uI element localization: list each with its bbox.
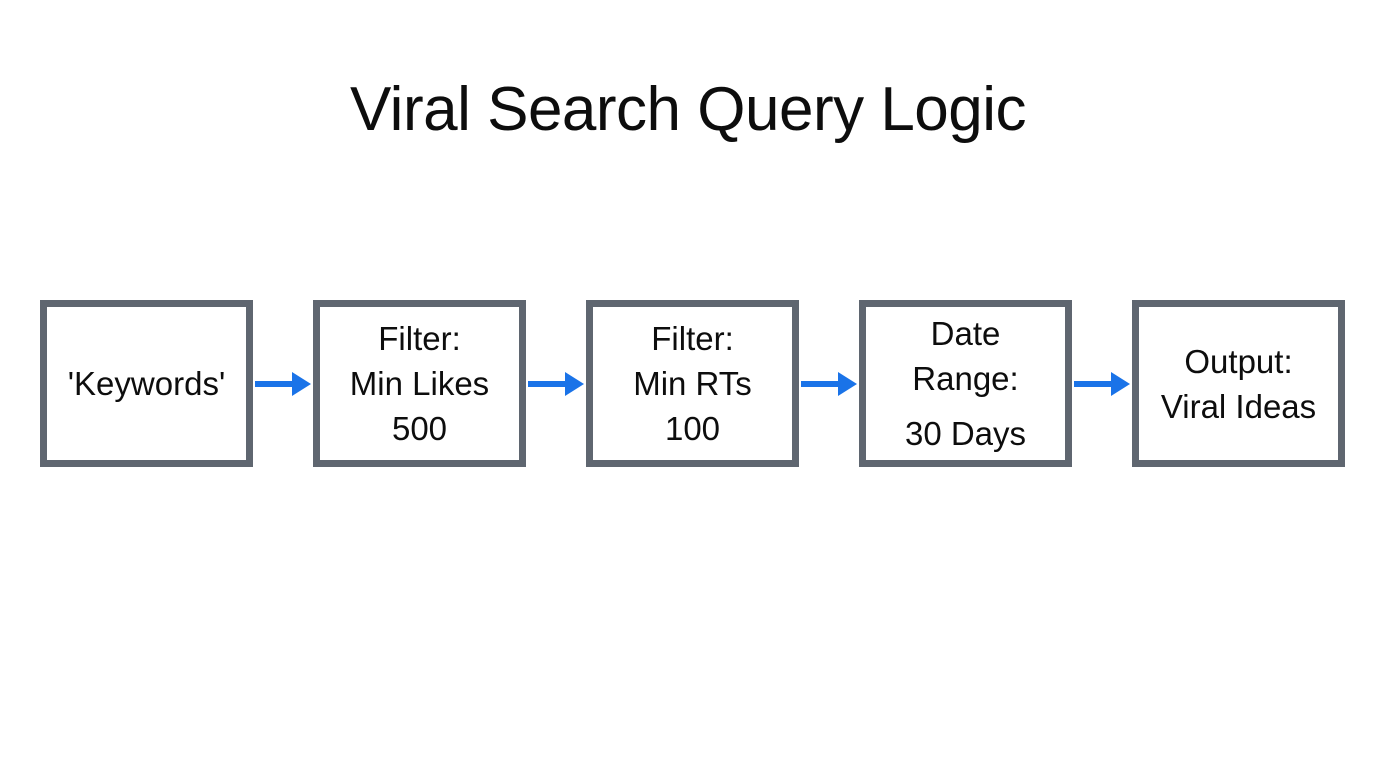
diagram-title: Viral Search Query Logic (349, 75, 1027, 144)
arrow-right-icon (1074, 371, 1130, 396)
node-filter-min-rts: Filter: Min RTs 100 (586, 300, 799, 467)
node-line: 'Keywords' (67, 365, 226, 402)
node-line: Date (930, 315, 1001, 352)
node-keywords: 'Keywords' (40, 300, 253, 467)
arrow-right-icon (801, 371, 857, 396)
node-line: Viral Ideas (1160, 387, 1317, 425)
node-line: Filter: (651, 320, 734, 357)
node-line: 30 Days (904, 415, 1027, 452)
node-line: Filter: (378, 320, 461, 357)
node-line: Range: (912, 360, 1019, 397)
flowchart-row: 'Keywords' Filter: Min Likes 500 Filter:… (40, 300, 1345, 467)
arrow-right-icon (255, 371, 311, 396)
node-date-range: Date Range: 30 Days (859, 300, 1072, 467)
arrow-right-icon (528, 371, 584, 396)
node-line: 500 (391, 410, 448, 447)
node-line: Min RTs (633, 365, 752, 402)
node-line: Min Likes (349, 365, 490, 402)
node-filter-min-likes: Filter: Min Likes 500 (313, 300, 526, 467)
node-line: Output: (1184, 342, 1293, 380)
node-line: 100 (664, 410, 721, 447)
node-output: Output: Viral Ideas (1132, 300, 1345, 467)
